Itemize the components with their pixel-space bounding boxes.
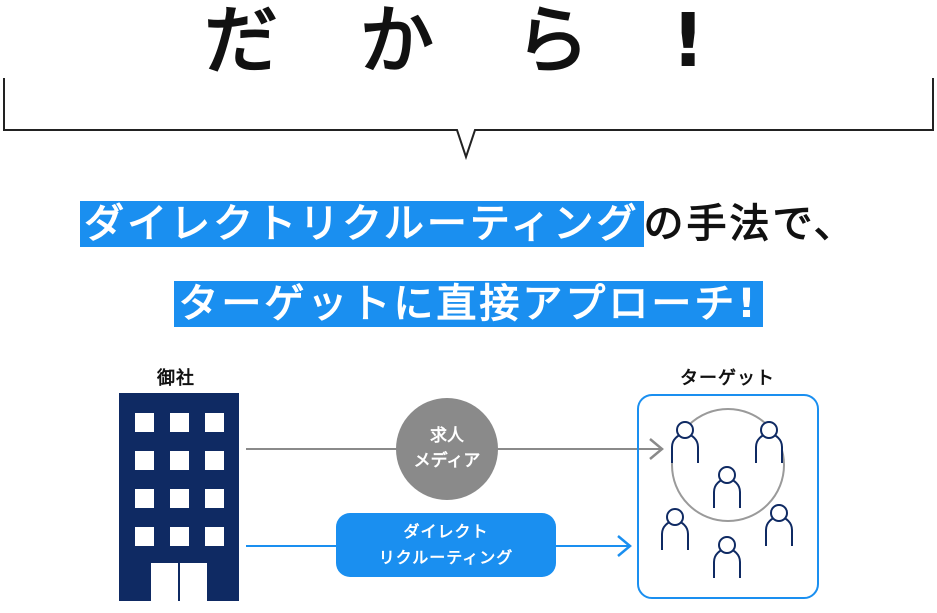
building-icon	[119, 393, 239, 601]
person-icon	[765, 504, 793, 546]
person-icon	[713, 466, 741, 508]
speech-bracket	[3, 78, 934, 161]
headline-rest-1: の手法で、	[643, 201, 857, 247]
headline-line-1: ダイレクトリクルーティングの手法で、	[0, 198, 937, 250]
target-label: ターゲット	[680, 368, 775, 389]
person-icon	[661, 508, 689, 550]
job-media-badge: 求人 メディア	[396, 398, 498, 500]
headline-highlight-2: ターゲットに直接アプローチ!	[174, 281, 763, 327]
company-label: 御社	[157, 368, 195, 389]
direct-recruiting-badge: ダイレクト リクルーティング	[336, 513, 556, 577]
headline-highlight-1: ダイレクトリクルーティング	[80, 201, 644, 247]
direct-recruiting-line-1: ダイレクト	[403, 522, 489, 541]
page-title: だ か ら !	[203, 0, 734, 84]
target-ring	[671, 408, 785, 522]
target-box	[637, 394, 819, 599]
job-media-line-2: メディア	[413, 451, 481, 471]
person-icon	[713, 536, 741, 578]
headline-line-2: ターゲットに直接アプローチ!	[0, 278, 937, 330]
person-icon	[755, 421, 783, 463]
direct-recruiting-line-2: リクルーティング	[378, 548, 514, 567]
job-media-line-1: 求人	[430, 426, 464, 446]
person-icon	[671, 421, 699, 463]
